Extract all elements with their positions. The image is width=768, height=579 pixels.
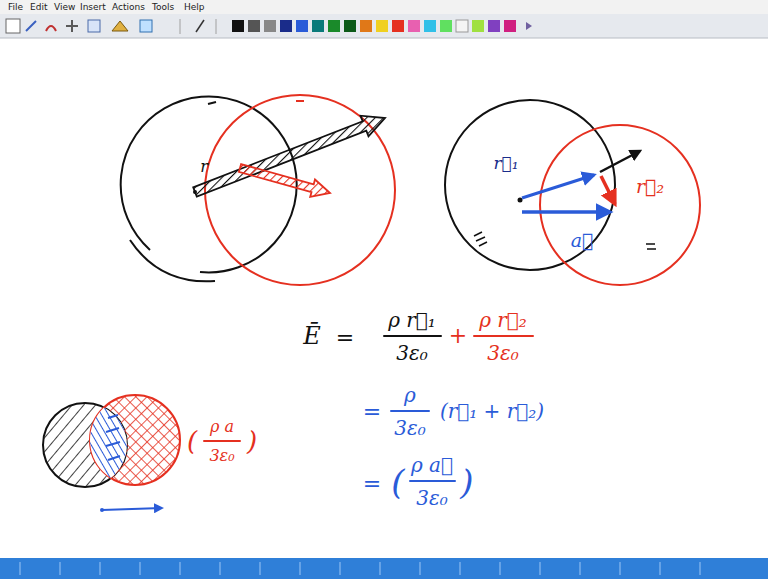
- parenthesis: ): [247, 428, 257, 454]
- equals-sign: =: [336, 327, 354, 349]
- status-bar: [0, 558, 768, 579]
- denominator: 3ε₀: [487, 343, 518, 363]
- overlap-sketch: [43, 395, 180, 512]
- overlapping-spheres: [121, 95, 395, 285]
- parenthesis: (: [187, 428, 197, 454]
- field-symbol: Ē: [303, 324, 321, 348]
- numerator: ρ r⃗₁: [388, 310, 436, 330]
- menu-item: Edit: [30, 3, 47, 12]
- equals-sign: =: [363, 473, 381, 495]
- menu-item: Insert: [80, 3, 106, 12]
- tool-icons: [6, 19, 532, 34]
- menu-item: View: [54, 3, 75, 12]
- status-bar-ticks: [20, 562, 700, 575]
- vector-label: r⃗₁: [493, 155, 518, 172]
- vector-label: a⃗: [571, 231, 594, 250]
- plus-sign: +: [449, 325, 467, 347]
- denominator: 3ε₀: [209, 448, 234, 464]
- parenthesis: (: [391, 465, 404, 499]
- numerator: ρ r⃗₂: [479, 310, 527, 330]
- tool-bar: [0, 14, 768, 38]
- denominator: 3ε₀: [416, 488, 447, 508]
- numerator: ρ a: [210, 419, 234, 435]
- menu-item: Tools: [152, 3, 174, 12]
- denominator: 3ε₀: [394, 418, 425, 438]
- vector-sum: (r⃗₁ + r⃗₂): [440, 401, 544, 421]
- menu-bar: [0, 0, 768, 14]
- vector-label: r⃗₂: [636, 177, 664, 196]
- menu-item: Actions: [112, 3, 145, 12]
- menu-item: Help: [184, 3, 205, 12]
- denominator: 3ε₀: [396, 343, 427, 363]
- vector-construction: [445, 100, 700, 285]
- vector-label: r: [200, 159, 208, 175]
- numerator: ρ a⃗: [411, 455, 453, 475]
- numerator: ρ: [404, 385, 416, 405]
- equals-sign: =: [363, 401, 381, 423]
- parenthesis: ): [460, 465, 473, 499]
- menu-item: File: [8, 3, 23, 12]
